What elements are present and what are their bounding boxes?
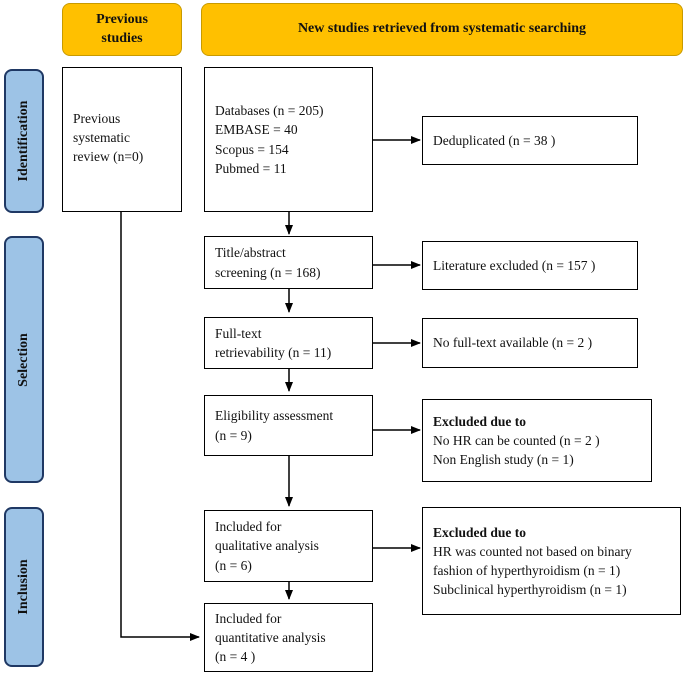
phase-identification: Identification xyxy=(4,69,44,213)
no-fulltext-box: No full-text available (n = 2 ) xyxy=(422,318,638,368)
previous-studies-header: Previous studies xyxy=(62,3,182,56)
phase-selection: Selection xyxy=(4,236,44,483)
deduplicated-box: Deduplicated (n = 38 ) xyxy=(422,116,638,165)
databases-box: Databases (n = 205) EMBASE = 40 Scopus =… xyxy=(204,67,373,212)
qualitative-line-1: Included for xyxy=(215,519,282,535)
eligibility-line-1: Eligibility assessment xyxy=(215,408,334,424)
excluded-1-line-1: No HR can be counted (n = 2 ) xyxy=(433,432,600,448)
fulltext-line-2: retrievability (n = 11) xyxy=(215,345,332,360)
previous-review-box: Previous systematic review (n=0) xyxy=(62,67,182,212)
qualitative-box: Included for qualitative analysis (n = 6… xyxy=(204,510,373,582)
literature-excluded-box: Literature excluded (n = 157 ) xyxy=(422,241,638,290)
eligibility-box: Eligibility assessment (n = 9) xyxy=(204,395,373,456)
excluded-2-line-3: Subclinical hyperthyroidism (n = 1) xyxy=(433,582,627,598)
databases-total: Databases (n = 205) xyxy=(215,103,324,119)
qualitative-line-3: (n = 6) xyxy=(215,557,252,573)
databases-pubmed: Pubmed = 11 xyxy=(215,160,287,176)
title-screening-box: Title/abstract screening (n = 168) xyxy=(204,236,373,289)
literature-excluded-text: Literature excluded (n = 157 ) xyxy=(433,257,596,273)
eligibility-line-2: (n = 9) xyxy=(215,427,252,443)
no-fulltext-text: No full-text available (n = 2 ) xyxy=(433,335,593,351)
fulltext-box: Full-text retrievability (n = 11) xyxy=(204,317,373,369)
excluded-2-title: Excluded due to xyxy=(433,524,527,540)
excluded-2-box: Excluded due to HR was counted not based… xyxy=(422,507,681,615)
excluded-1-box: Excluded due to No HR can be counted (n … xyxy=(422,399,652,482)
databases-scopus: Scopus = 154 xyxy=(215,141,289,157)
deduplicated-text: Deduplicated (n = 38 ) xyxy=(433,132,556,148)
phase-inclusion-label: Inclusion xyxy=(16,559,31,615)
quantitative-box: Included for quantitative analysis (n = … xyxy=(204,603,373,672)
fulltext-line-1: Full-text xyxy=(215,325,262,341)
new-studies-header: New studies retrieved from systematic se… xyxy=(201,3,683,56)
previous-review-line-2: systematic xyxy=(73,130,130,146)
phase-selection-label: Selection xyxy=(16,332,31,387)
title-screening-line-1: Title/abstract xyxy=(215,245,286,261)
phase-inclusion: Inclusion xyxy=(4,507,44,667)
phase-identification-label: Identification xyxy=(16,100,31,182)
quantitative-line-2: quantitative analysis xyxy=(215,629,326,645)
excluded-2-line-2: fashion of hyperthyroidism (n = 1) xyxy=(433,563,621,578)
qualitative-line-2: qualitative analysis xyxy=(215,538,319,554)
excluded-1-title: Excluded due to xyxy=(433,413,527,429)
previous-review-line-1: Previous xyxy=(73,111,121,126)
databases-embase: EMBASE = 40 xyxy=(215,122,298,138)
previous-review-line-3: review (n=0) xyxy=(73,149,144,165)
title-screening-line-2: screening (n = 168) xyxy=(215,264,321,280)
quantitative-line-3: (n = 4 ) xyxy=(215,649,256,665)
excluded-1-line-2: Non English study (n = 1) xyxy=(433,452,574,468)
arrow-previous-to-quantitative xyxy=(120,212,200,641)
quantitative-line-1: Included for xyxy=(215,610,282,626)
excluded-2-line-1: HR was counted not based on binary xyxy=(433,543,632,559)
